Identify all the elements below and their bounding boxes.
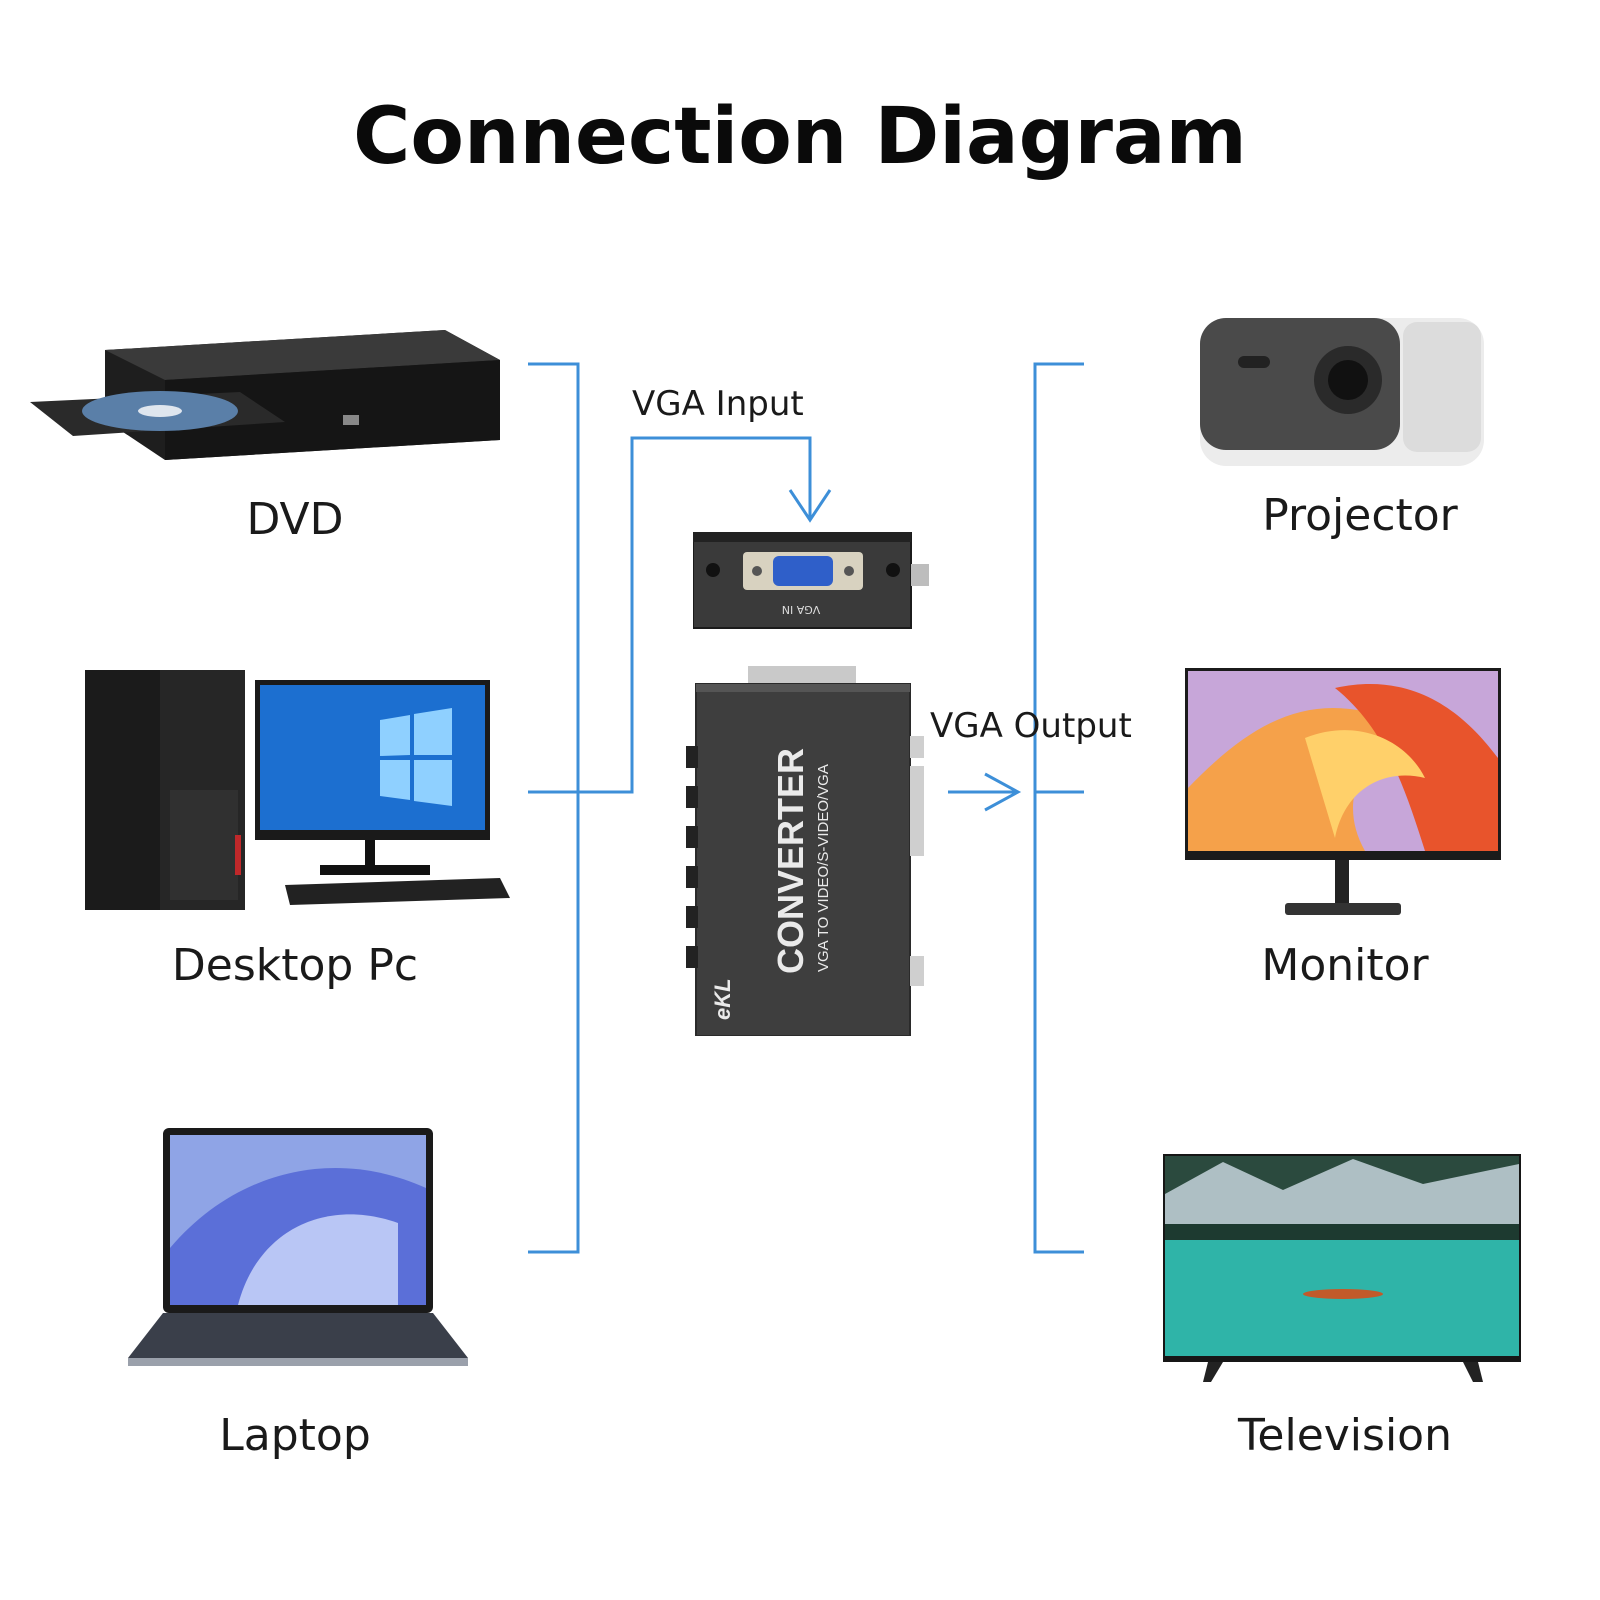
diagram-title: Connection Diagram [353,92,1247,182]
source-label-laptop: Laptop [219,1410,371,1461]
vga-input-line [578,436,812,794]
projector-icon [1200,318,1484,466]
source-label-dvd: DVD [246,494,344,545]
vga-output-label: VGA Output [930,706,1132,746]
display-label-television: Television [1238,1410,1452,1461]
laptop-icon [128,1128,468,1366]
source-bracket [528,362,580,1254]
converter-name: CONVERTER [770,747,811,974]
monitor-icon [1185,668,1501,915]
converter-brand: eKL [710,978,735,1020]
converter-subtitle: VGA TO VIDEO/S-VIDEO/VGA [815,764,832,972]
display-label-monitor: Monitor [1261,940,1429,991]
converter-device-icon [686,666,924,1036]
desktop-pc-icon [85,670,510,910]
display-bracket [1033,362,1084,1254]
television-icon [1163,1154,1521,1382]
vga-input-arrowhead [788,489,832,523]
vga-connector-icon [773,556,833,586]
dvd-player-icon [30,330,500,460]
vga-in-port-label: VGA IN [782,603,821,616]
vga-in-port-panel: VGA IN [693,532,929,629]
display-label-projector: Projector [1262,490,1458,541]
vga-output-arrowhead [984,772,1022,812]
vga-input-label: VGA Input [632,384,804,424]
source-label-desktop-pc: Desktop Pc [171,940,419,991]
